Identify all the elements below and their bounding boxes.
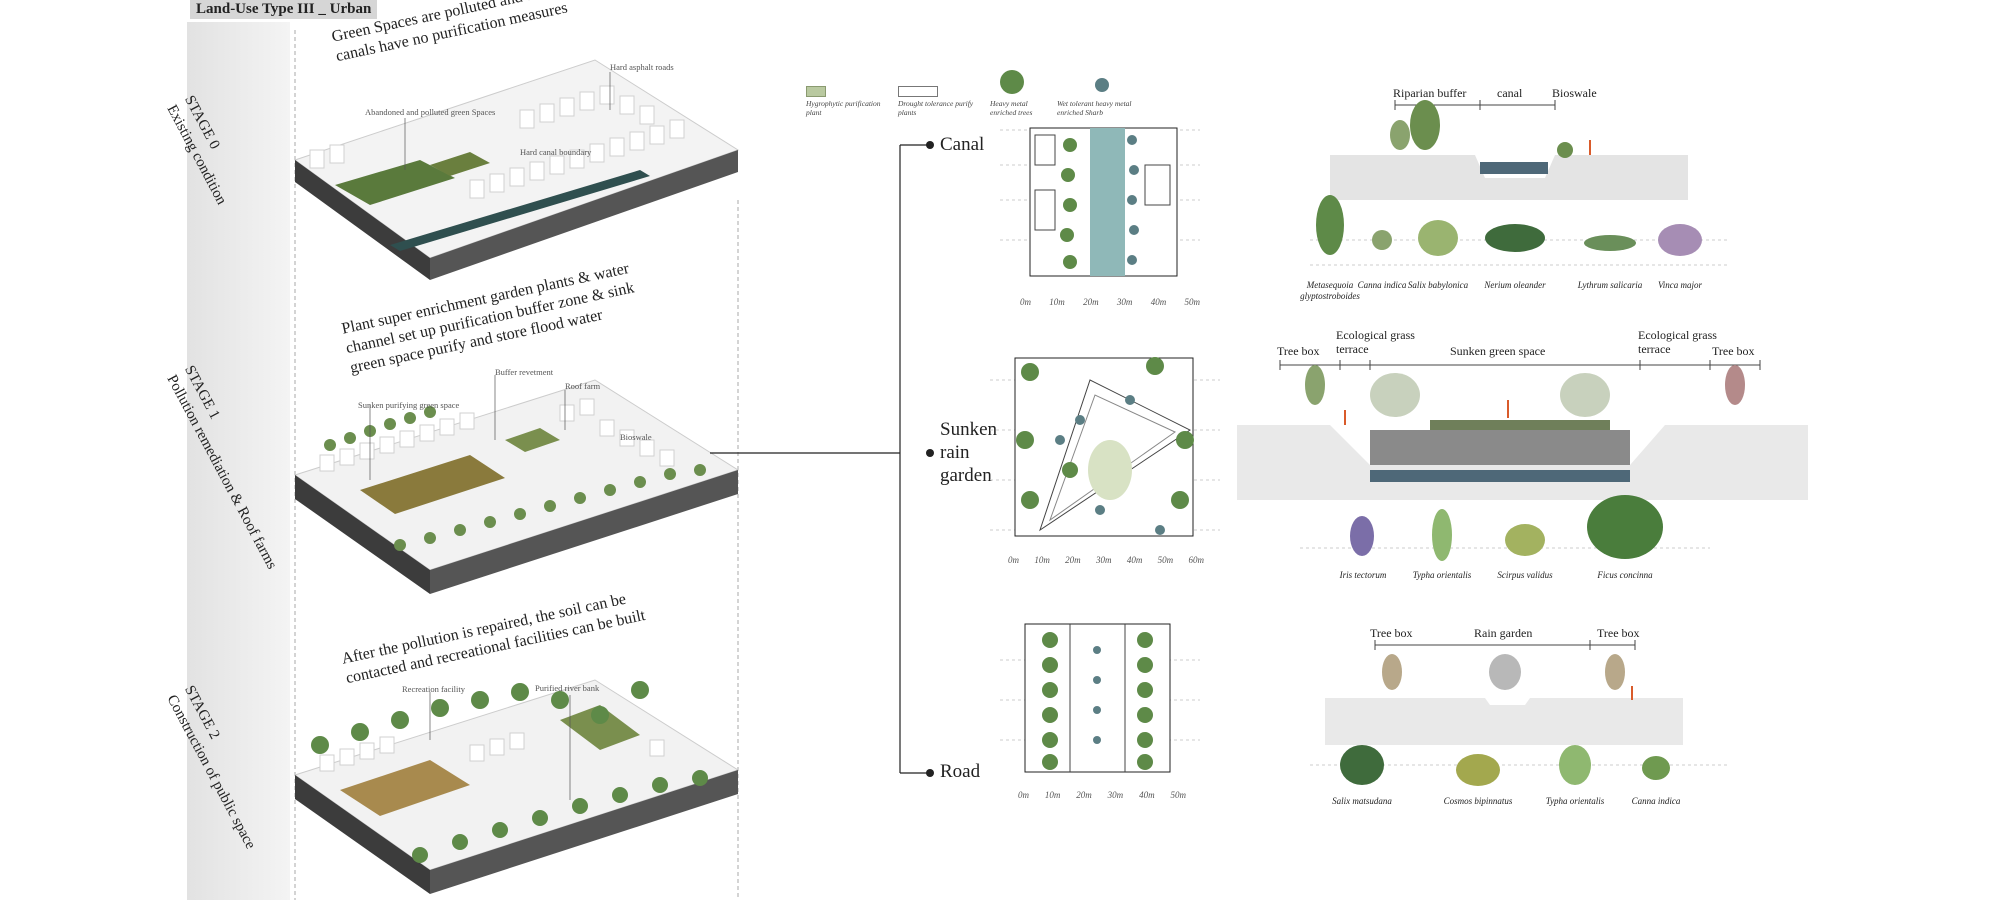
annotation: Purified river bank	[535, 683, 600, 693]
section-1-plant-icons	[1316, 195, 1702, 256]
plant-name: Metasequoia glyptostroboides	[1300, 280, 1360, 301]
plant-name: Canna indica	[1631, 796, 1681, 806]
zone-label: Riparian buffer	[1393, 86, 1467, 100]
legend-label: Drought tolerance purify plants	[898, 99, 974, 117]
plant-name: Salix babylonica	[1407, 280, 1469, 290]
section-raingarden	[1310, 640, 1730, 766]
plant-name: Cosmos bipinnatus	[1443, 796, 1513, 806]
node-dot-road	[926, 769, 934, 777]
annotation: Hard canal boundary	[520, 147, 592, 157]
zone-label: Tree box	[1277, 344, 1320, 358]
annotation: Bioswale	[620, 432, 652, 442]
node-label-sunken: Sunken rain garden	[940, 419, 997, 486]
legend-label: Heavy metal enriched trees	[990, 99, 1033, 117]
section-2-plant-icons	[1350, 495, 1663, 561]
plant-name: Lythrum salicaria	[1577, 280, 1643, 290]
plant-name: Canna indica	[1357, 280, 1407, 290]
zone-label: Ecological grass terrace	[1336, 328, 1415, 356]
sunken-garden-plan	[1014, 357, 1194, 537]
shrub-icon	[1095, 78, 1109, 92]
annotation: Hard asphalt roads	[610, 62, 674, 72]
zone-label: Sunken green space	[1450, 344, 1546, 358]
plant-name: Salix matsudana	[1332, 796, 1392, 806]
plant-name: Typha orientalis	[1545, 796, 1605, 806]
node-dot-sunken	[926, 449, 934, 457]
canal-plan	[1029, 127, 1178, 277]
plant-name: Nerium oleander	[1484, 280, 1546, 290]
page-title: Land-Use Type III _ Urban	[190, 0, 378, 19]
node-label-road: Road	[940, 761, 981, 782]
zone-label: Bioswale	[1552, 86, 1597, 100]
node-dot-canal	[926, 141, 934, 149]
stage-0-block	[293, 59, 740, 280]
zone-label: Rain garden	[1474, 626, 1533, 640]
annotation: Roof farm	[565, 381, 601, 391]
tree-icon	[1000, 70, 1024, 94]
polluted-green-space	[335, 160, 455, 205]
zone-label: Tree box	[1597, 626, 1640, 640]
plant-name: Vinca major	[1657, 280, 1703, 290]
section-canal	[1310, 100, 1730, 266]
zone-label: canal	[1497, 86, 1523, 100]
zone-label: Ecological grass terrace	[1638, 328, 1717, 356]
section-3-plant-icons	[1340, 745, 1670, 786]
plant-name: Scirpus validus	[1497, 570, 1553, 580]
stage-2-block	[293, 679, 740, 894]
legend-swatch-drought	[898, 86, 938, 97]
legend-label: Hygrophytic purification plant	[806, 99, 881, 117]
annotation: Buffer revetment	[495, 367, 554, 377]
canal-channel	[390, 170, 650, 251]
legend-label: Wet tolerant heavy metal enriched Sharb	[1057, 99, 1132, 117]
plant-name: Typha orientalis	[1412, 570, 1472, 580]
stage-side-panel	[187, 22, 290, 900]
legend-swatch-hygrophytic	[806, 86, 826, 97]
plant-name: Iris tectorum	[1339, 570, 1387, 580]
annotation: Abandoned and polluted green Spaces	[365, 107, 496, 117]
plant-name: Ficus concinna	[1597, 570, 1653, 580]
zone-label: Tree box	[1712, 344, 1755, 358]
node-label-canal: Canal	[940, 134, 985, 155]
road-plan	[1024, 623, 1171, 773]
zone-label: Tree box	[1370, 626, 1413, 640]
stage-1-block	[293, 375, 740, 594]
annotation: Sunken purifying green space	[358, 400, 460, 410]
section-sunken	[1237, 360, 1808, 549]
annotation: Recreation facility	[402, 684, 466, 694]
